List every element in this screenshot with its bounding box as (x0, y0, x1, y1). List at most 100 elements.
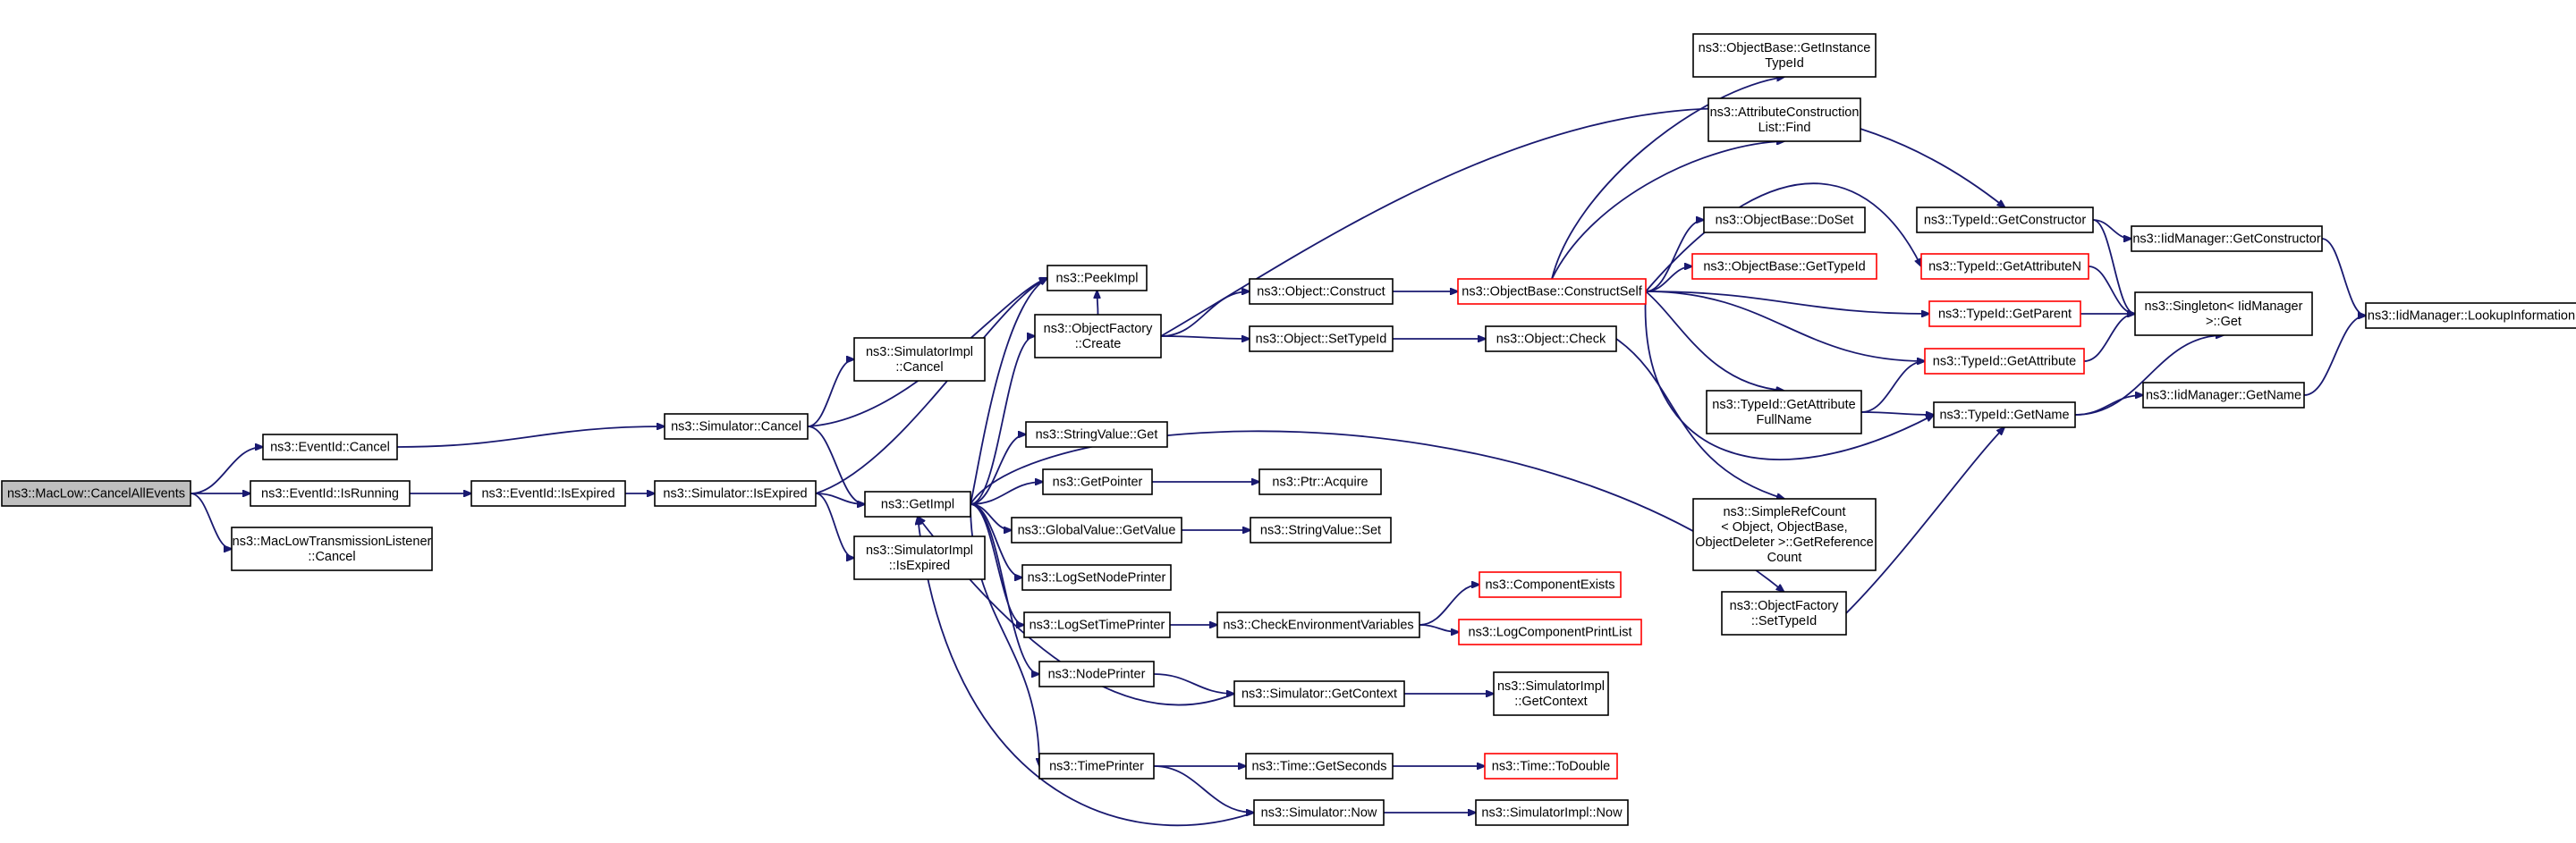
node-stringvalue-get[interactable]: ns3::StringValue::Get (1025, 421, 1168, 448)
node-label-line: >::Get (2206, 315, 2241, 329)
node-sim-cancel[interactable]: ns3::Simulator::Cancel (664, 413, 809, 440)
node-objbase-doset[interactable]: ns3::ObjectBase::DoSet (1703, 207, 1866, 233)
node-timeprinter[interactable]: ns3::TimePrinter (1038, 753, 1155, 780)
node-box (864, 491, 971, 518)
edge-objfactory_create-to-obj_settypeid (1160, 336, 1250, 339)
edge-typeid_getconstructor-to-singleton_get (2092, 219, 2135, 314)
node-typeid-getparent[interactable]: ns3::TypeId::GetParent (1928, 300, 2081, 327)
node-label-line: FullName (1756, 413, 1811, 427)
edge-nodeprinter-to-sim_getcontext (1153, 673, 1234, 694)
node-simimpl-getcontext[interactable]: ns3::SimulatorImpl::GetContext (1493, 671, 1609, 716)
node-box (1216, 611, 1420, 638)
node-logsettimeprinter[interactable]: ns3::LogSetTimePrinter (1023, 611, 1171, 638)
node-box (2365, 302, 2576, 329)
node-checkenv[interactable]: ns3::CheckEnvironmentVariables (1216, 611, 1420, 638)
node-stringvalue-set[interactable]: ns3::StringValue::Set (1250, 517, 1392, 544)
node-label-line: ns3::ObjectBase::DoSet (1716, 214, 1854, 228)
node-label-line: ns3::EventId::IsExpired (481, 487, 614, 502)
node-label-line: ns3::StringValue::Set (1260, 524, 1381, 538)
node-nodeprinter[interactable]: ns3::NodePrinter (1038, 661, 1155, 687)
node-ptr-acquire[interactable]: ns3::Ptr::Acquire (1258, 468, 1382, 495)
node-objfactory-settypeid[interactable]: ns3::ObjectFactory::SetTypeId (1721, 591, 1847, 636)
node-objfactory-create[interactable]: ns3::ObjectFactory::Create (1034, 314, 1162, 358)
edge-objbase_constructself-to-objbase_gettypeid (1645, 266, 1692, 292)
node-label-line: ns3::TypeId::GetAttribute (1712, 398, 1855, 412)
node-iidmanager-lookupinformation[interactable]: ns3::IidManager::LookupInformation (2365, 302, 2576, 329)
node-componentexists[interactable]: ns3::ComponentExists (1479, 571, 1622, 598)
node-box (470, 480, 626, 507)
node-eid-cancel[interactable]: ns3::EventId::Cancel (262, 434, 398, 460)
edge-sim_isexpired-to-simimpl_isexpired (815, 493, 854, 558)
node-simimpl-cancel[interactable]: ns3::SimulatorImpl::Cancel (853, 337, 986, 382)
node-box (1493, 671, 1609, 716)
node-root[interactable]: ns3::MacLow::CancelAllEvents (1, 480, 191, 507)
node-box (1258, 468, 1382, 495)
node-simimpl-isexpired[interactable]: ns3::SimulatorImpl::IsExpired (853, 535, 986, 580)
node-box (1011, 517, 1182, 544)
node-label-line: ns3::PeekImpl (1056, 272, 1139, 286)
node-peekimpl[interactable]: ns3::PeekImpl (1046, 265, 1148, 291)
node-label-line: ns3::Simulator::IsExpired (663, 487, 807, 502)
node-obj-check[interactable]: ns3::Object::Check (1485, 325, 1617, 352)
node-label-line: ns3::NodePrinter (1048, 668, 1146, 682)
node-logcomponentprintlist[interactable]: ns3::LogComponentPrintList (1458, 619, 1642, 645)
node-logsetnodeprinter[interactable]: ns3::LogSetNodePrinter (1021, 564, 1172, 591)
edge-eid_cancel-to-sim_cancel (396, 426, 665, 448)
node-sim-getcontext[interactable]: ns3::Simulator::GetContext (1233, 680, 1405, 707)
edge-objbase_constructself-to-typeid_getattributen (1645, 182, 1921, 292)
edge-checkenv-to-logcomponentprintlist (1419, 624, 1459, 632)
node-label-line: ::Cancel (895, 360, 943, 375)
node-objbase-constructself[interactable]: ns3::ObjectBase::ConstructSelf (1457, 278, 1647, 305)
node-label-line: ::SetTypeId (1751, 614, 1817, 628)
edge-objbase_constructself-to-typeid_getattribute (1645, 291, 1925, 361)
node-label-line: List::Find (1758, 121, 1811, 135)
node-eid-isexpired[interactable]: ns3::EventId::IsExpired (470, 480, 626, 507)
node-label-line: ns3::Object::SetTypeId (1256, 333, 1387, 347)
node-simimpl-now[interactable]: ns3::SimulatorImpl::Now (1475, 799, 1629, 826)
node-label-line: ns3::EventId::Cancel (270, 441, 390, 455)
node-typeid-getconstructor[interactable]: ns3::TypeId::GetConstructor (1916, 207, 2094, 233)
node-singleton-get[interactable]: ns3::Singleton< IidManager>::Get (2134, 291, 2313, 336)
node-label-line: ns3::Object::Check (1496, 333, 1606, 347)
node-typeid-getattributen[interactable]: ns3::TypeId::GetAttributeN (1920, 253, 2089, 280)
node-obj-construct[interactable]: ns3::Object::Construct (1249, 278, 1394, 305)
node-label-line: ns3::EventId::IsRunning (261, 487, 399, 502)
node-getpointer[interactable]: ns3::GetPointer (1042, 468, 1153, 495)
node-objbase-gettypeid[interactable]: ns3::ObjectBase::GetTypeId (1691, 253, 1877, 280)
edge-getimpl-to-getpointer (970, 482, 1043, 505)
node-box (1023, 611, 1171, 638)
edge-typeid_getattribute-to-singleton_get (2083, 314, 2135, 362)
node-eid-isrunning[interactable]: ns3::EventId::IsRunning (250, 480, 411, 507)
node-label-line: ns3::TypeId::GetAttribute (1933, 355, 2076, 369)
node-label-line: ns3::TypeId::GetAttributeN (1928, 260, 2081, 274)
node-box (1479, 571, 1622, 598)
node-sim-isexpired[interactable]: ns3::Simulator::IsExpired (654, 480, 817, 507)
node-simplerefcount[interactable]: ns3::SimpleRefCount< Object, ObjectBase,… (1692, 498, 1877, 571)
node-typeid-getattribute[interactable]: ns3::TypeId::GetAttribute (1924, 348, 2085, 375)
edge-timeprinter-to-sim_now (1153, 765, 1254, 813)
node-time-todouble[interactable]: ns3::Time::ToDouble (1484, 753, 1618, 780)
node-typeid-getname[interactable]: ns3::TypeId::GetName (1933, 401, 2076, 428)
node-getimpl[interactable]: ns3::GetImpl (864, 491, 971, 518)
node-label-line: ns3::ObjectBase::GetTypeId (1703, 260, 1865, 274)
node-time-getseconds[interactable]: ns3::Time::GetSeconds (1245, 753, 1394, 780)
node-globalvalue-getvalue[interactable]: ns3::GlobalValue::GetValue (1011, 517, 1182, 544)
edge-root-to-mltl_cancel (190, 493, 232, 549)
node-mltl-cancel[interactable]: ns3::MacLowTransmissionListener::Cancel (231, 527, 433, 571)
node-obj-settypeid[interactable]: ns3::Object::SetTypeId (1249, 325, 1394, 352)
node-label-line: ns3::IidManager::LookupInformation (2368, 309, 2575, 324)
node-iidmanager-getconstructor[interactable]: ns3::IidManager::GetConstructor (2131, 225, 2323, 252)
node-box (1928, 300, 2081, 327)
edge-checkenv-to-componentexists (1419, 585, 1479, 626)
node-sim-now[interactable]: ns3::Simulator::Now (1253, 799, 1385, 826)
node-iidmanager-getname[interactable]: ns3::IidManager::GetName (2142, 382, 2305, 409)
node-box (1691, 253, 1877, 280)
node-label-line: TypeId (1765, 56, 1804, 71)
node-label-line: ns3::ObjectBase::ConstructSelf (1462, 285, 1642, 299)
edge-objbase_constructself-to-typeid_getattributefullname (1645, 291, 1784, 391)
nodes: ns3::MacLow::CancelAllEvents ns3::EventId… (1, 33, 2576, 826)
